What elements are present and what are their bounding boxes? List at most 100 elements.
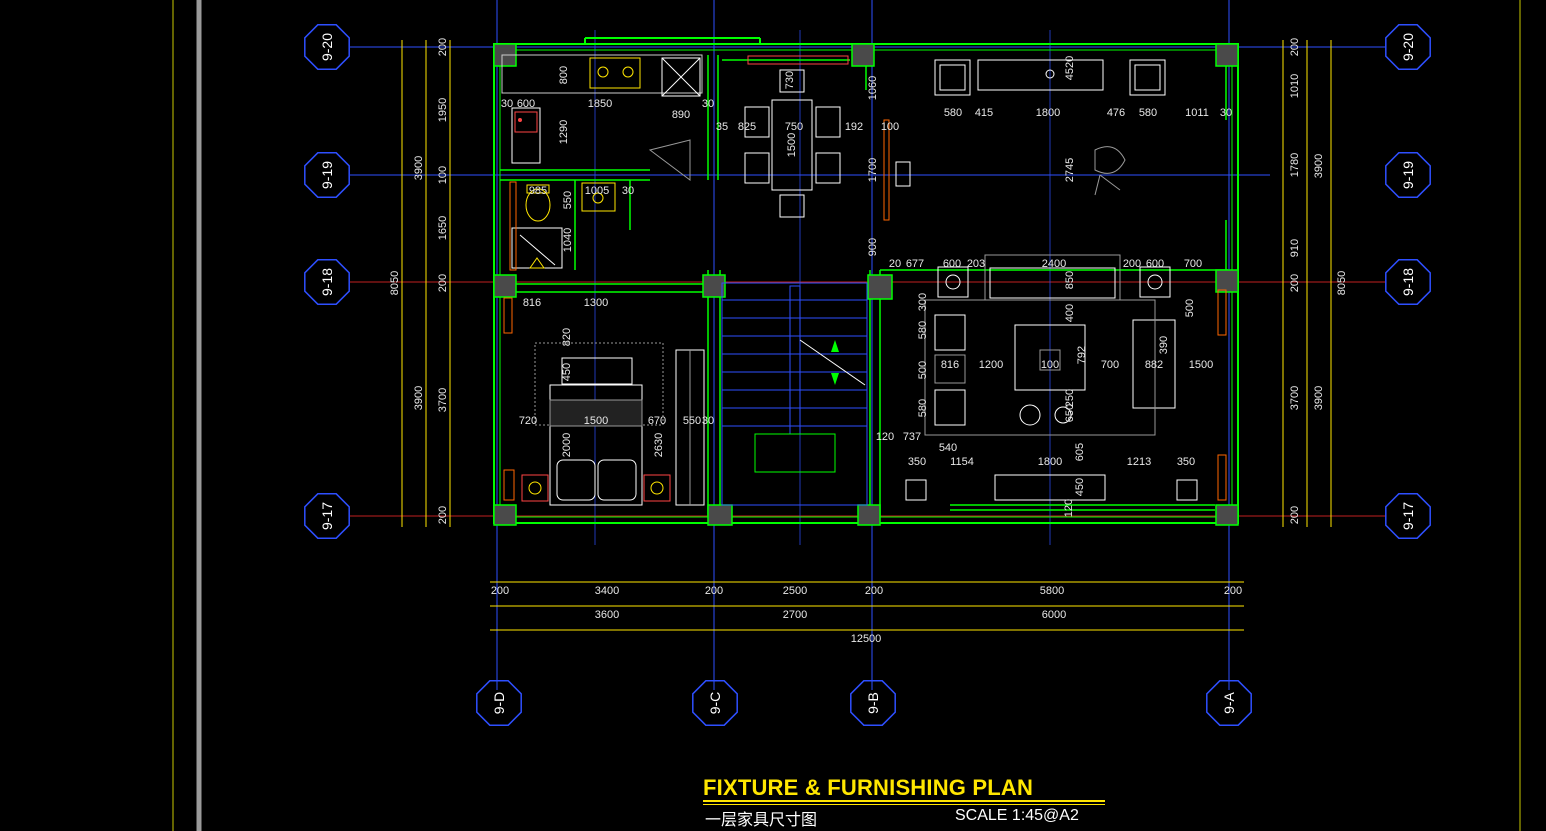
dim-interior-lounge-top: 4520 [1064,56,1076,80]
dim-interior-living: 650 [1064,404,1076,422]
dim-bottom-segment: 200 [491,585,509,597]
dim-interior-kitchen: 1290 [558,120,570,144]
lounge-upper [934,59,1166,196]
dim-interior-living: 250 [1064,389,1076,407]
dim-right-bay: 3900 [1313,154,1325,178]
dim-interior-living: 700 [1101,359,1119,371]
dim-interior-living-bottom: 1213 [1127,456,1151,468]
dim-interior-kitchen: 890 [672,109,690,121]
axis-bubble-right: 9-17 [1385,493,1431,539]
dim-interior-living: 200 [1123,258,1141,270]
dim-left-bay: 3900 [413,156,425,180]
axis-bubble-left: 9-19 [304,152,350,198]
dim-interior-living: 600 [1146,258,1164,270]
title-block: FIXTURE & FURNISHING PLAN 一层家具尺寸图 SCALE … [703,773,1113,829]
dim-interior-lounge-top: 2745 [1064,158,1076,182]
axis-bubble-outline [304,259,350,305]
axis-bubble-bottom: 9-A [1206,680,1252,726]
axis-bubble-outline [476,680,522,726]
dim-interior-bedroom: 30 [702,415,714,427]
dim-interior-bedroom: 550 [683,415,701,427]
kitchen-fixtures [501,54,703,181]
bedroom-furniture [503,297,705,506]
dim-bottom-bay: 2700 [783,609,807,621]
dim-interior-living-bottom: 1800 [1038,456,1062,468]
dim-bottom-segment: 5800 [1040,585,1064,597]
dimension-lines [401,40,1332,631]
dim-interior-living: 900 [867,238,879,256]
dim-interior-lounge-top: 580 [944,107,962,119]
axis-bubble-outline [692,680,738,726]
dim-bottom-segment: 3400 [595,585,619,597]
axis-bubble-outline [1385,259,1431,305]
dim-interior-living: 700 [1184,258,1202,270]
dim-interior-living: 2400 [1042,258,1066,270]
dim-interior-dining: 730 [784,71,796,89]
dim-interior-lounge-top: 476 [1107,107,1125,119]
dim-interior-living: 1200 [979,359,1003,371]
dim-interior-bedroom: 2630 [653,433,665,457]
dim-left-inner: 3700 [437,388,449,412]
dim-interior-bath: 550 [562,191,574,209]
dim-bottom-segment: 2500 [783,585,807,597]
exterior-walls [493,37,1239,524]
axis-bubble-left: 9-17 [304,493,350,539]
dim-interior-living: 300 [917,293,929,311]
axis-bubble-bottom: 9-D [476,680,522,726]
dim-interior-living: 1500 [1189,359,1213,371]
dim-left-inner: 1650 [437,216,449,240]
dim-interior-kitchen: 1850 [588,98,612,110]
axis-bubble-right: 9-18 [1385,259,1431,305]
dim-interior-living-bottom: 350 [908,456,926,468]
dim-right-inner: 3700 [1289,386,1301,410]
dim-right-inner: 1780 [1289,153,1301,177]
dim-interior-living: 400 [1064,304,1076,322]
dim-left-bay: 3900 [413,386,425,410]
dim-interior-living: 500 [1184,299,1196,317]
axis-bubble-right: 9-19 [1385,152,1431,198]
dim-interior-bedroom: 1300 [584,297,608,309]
axis-bubble-right: 9-20 [1385,24,1431,70]
axis-label: 9-C [707,692,723,715]
axis-label: 9-18 [319,268,335,296]
dim-interior-kitchen: 30 [702,98,714,110]
dim-interior-living: 737 [903,431,921,443]
dim-interior-living-bottom: 120 [1063,499,1075,517]
dim-interior-lounge-top: 1011 [1185,107,1209,119]
dim-interior-bedroom: 2000 [561,433,573,457]
axis-bubble-outline [304,24,350,70]
dim-interior-living: 20 [889,258,901,270]
dim-interior-lounge-top: 1800 [1036,107,1060,119]
dim-interior-living-bottom: 1154 [950,456,974,468]
dim-interior-bedroom: 1500 [584,415,608,427]
dim-interior-dining: 1500 [786,133,798,157]
dim-interior-living: 580 [917,399,929,417]
dim-right-total: 8050 [1336,271,1348,295]
dim-interior-dining: 1060 [867,76,879,100]
dim-bottom-total: 12500 [851,633,882,645]
dim-interior-living: 816 [941,359,959,371]
dim-interior-kitchen: 600 [517,98,535,110]
axis-bubble-outline [304,493,350,539]
dim-interior-living-bottom: 350 [1177,456,1195,468]
drawing-subtitle: 一层家具尺寸图 [705,810,818,829]
dim-bottom-segment: 200 [1224,585,1242,597]
dim-bottom-bay: 6000 [1042,609,1066,621]
dim-interior-dining: 825 [738,121,756,133]
dim-interior-bath: 30 [622,185,634,197]
dim-left-inner: 200 [437,274,449,292]
dim-interior-living: 600 [943,258,961,270]
side-dimensions: 2001950100165020037002003900390080502001… [389,38,1348,524]
axis-bubble-bottom: 9-C [692,680,738,726]
dim-interior-bath: 1005 [585,185,609,197]
dim-interior-living-bottom: 605 [1074,443,1086,461]
dim-interior-dining: 192 [845,121,863,133]
dining-set [744,55,911,221]
axis-label: 9-20 [1400,33,1416,61]
title-underline [703,800,1105,802]
dim-interior-dining: 1700 [867,158,879,182]
dim-interior-living: 500 [917,361,929,379]
dim-left-inner: 100 [437,166,449,184]
